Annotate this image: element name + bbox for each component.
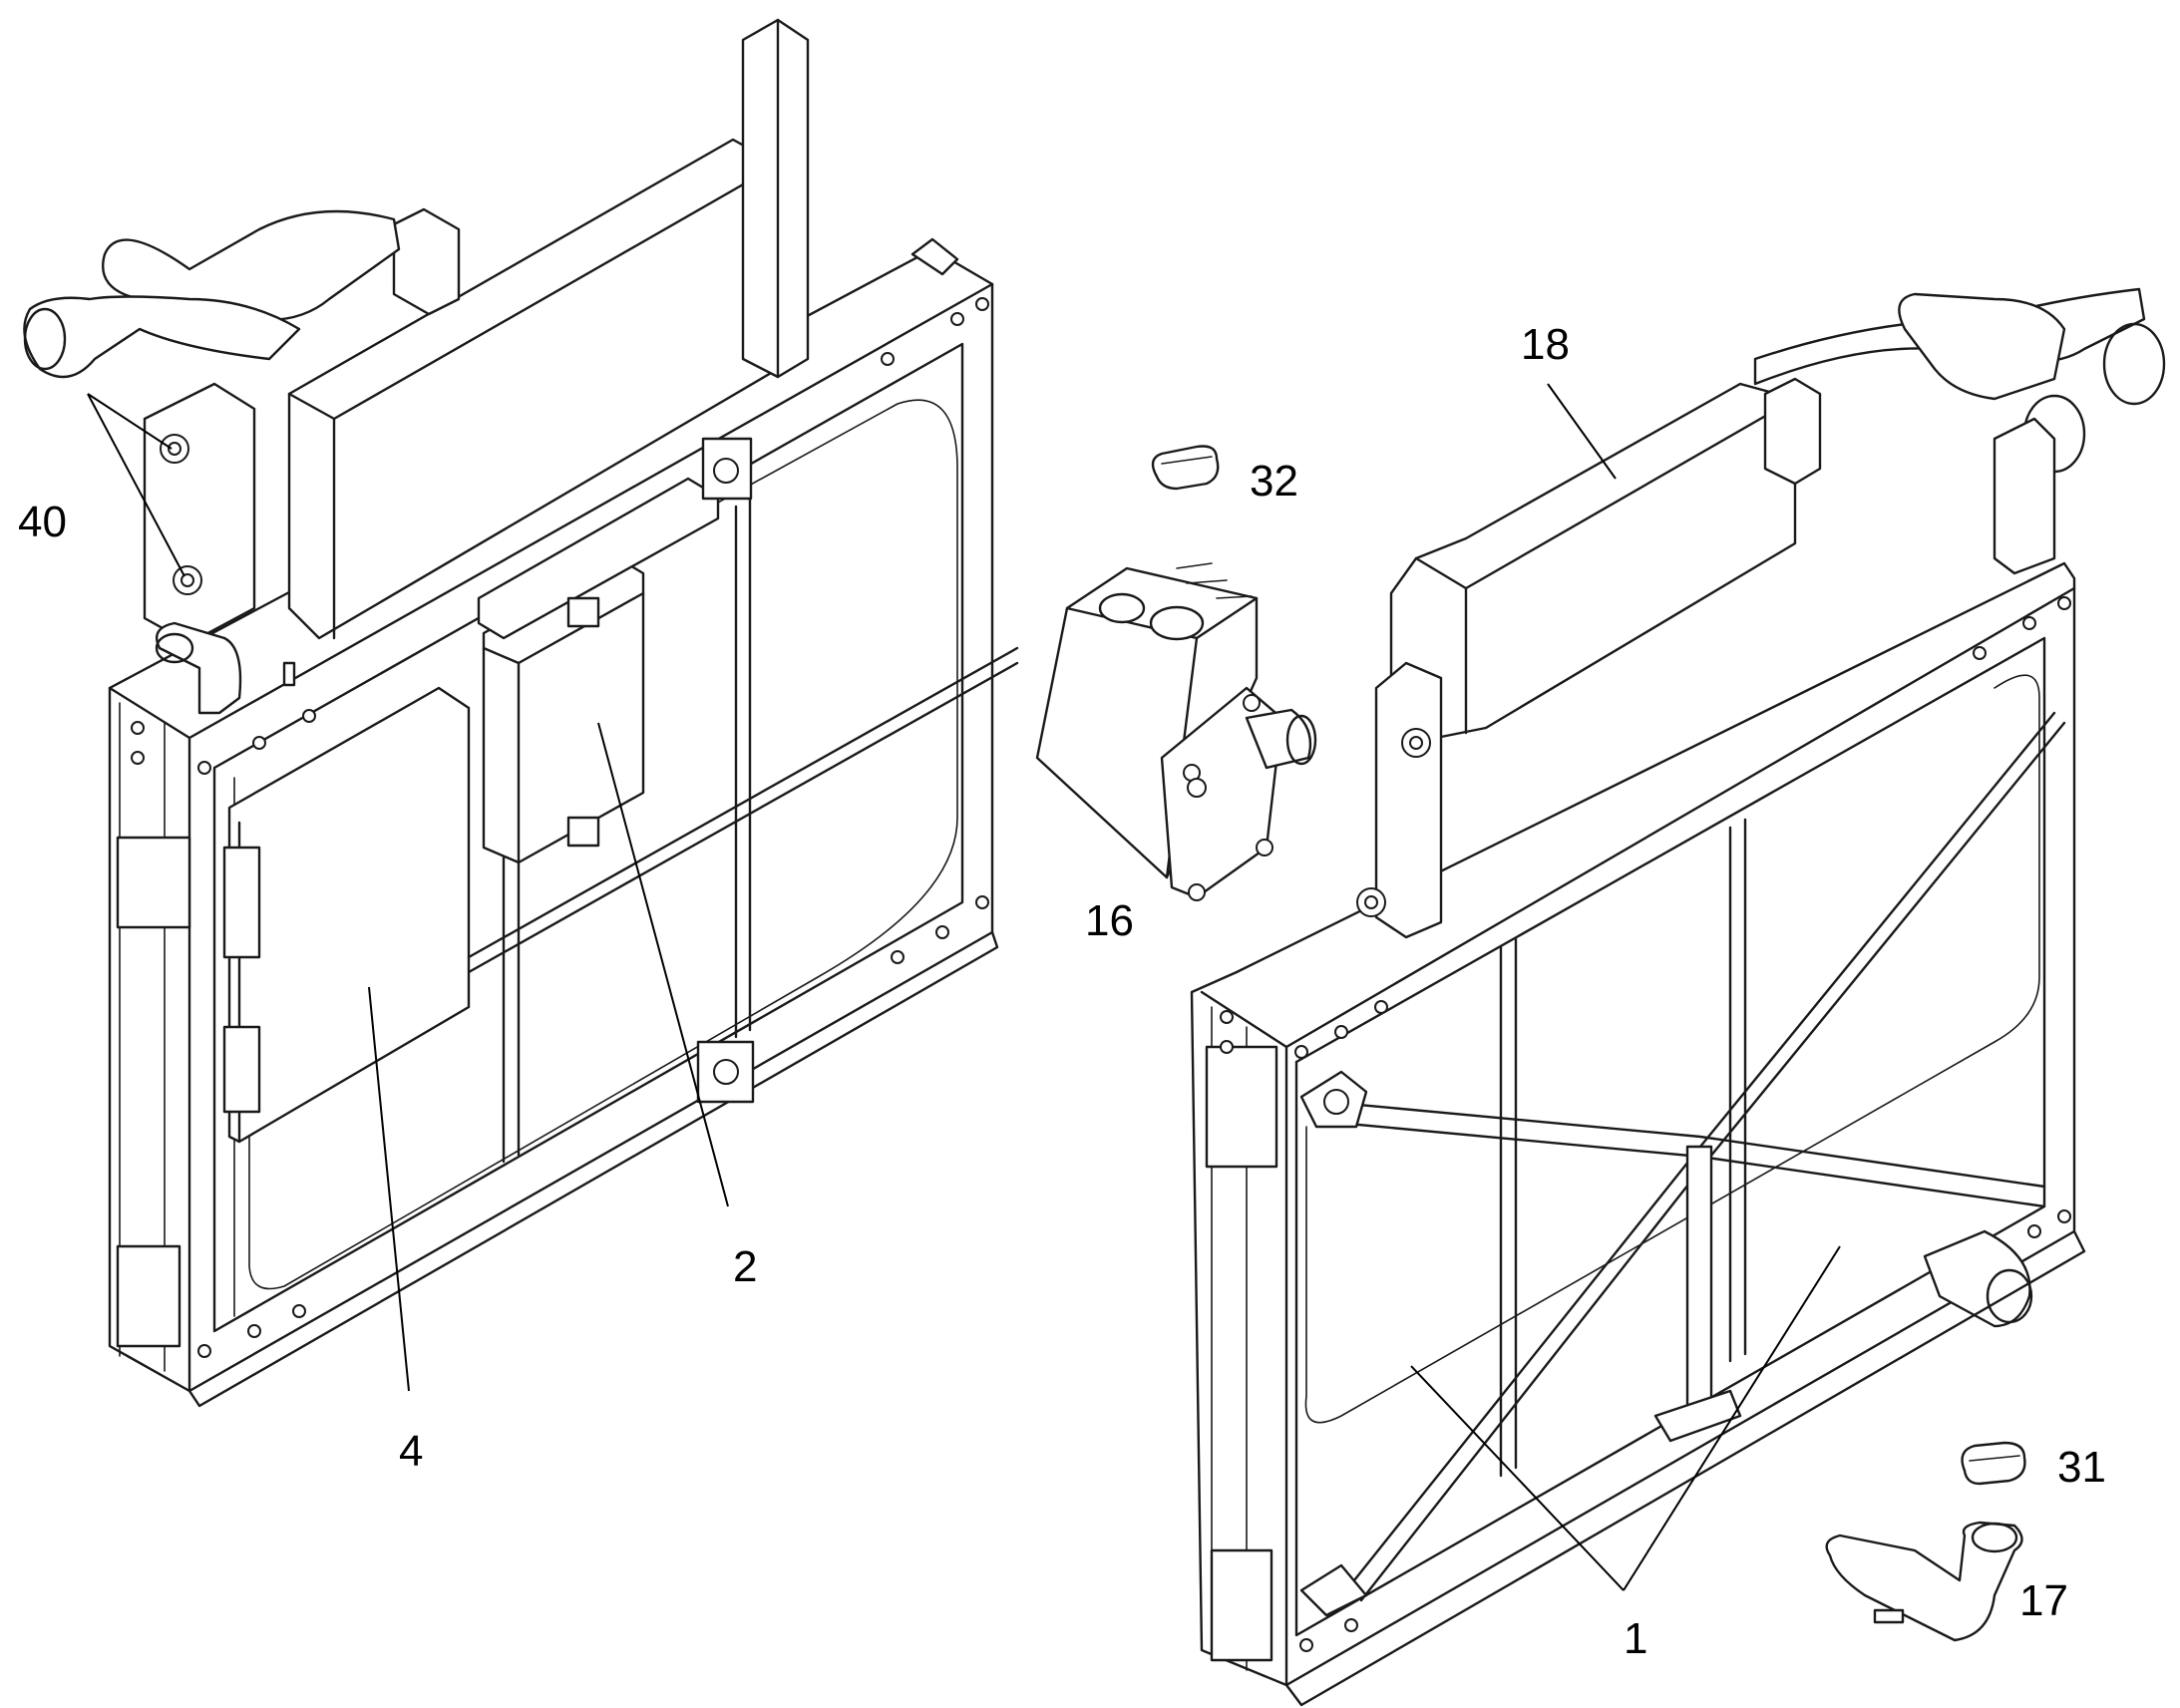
leader-2 <box>597 722 729 1207</box>
callout-2: 2 <box>733 1242 757 1291</box>
callout-1: 1 <box>1624 1614 1647 1663</box>
left-filler-neck <box>155 621 296 715</box>
left-radiator-assembly <box>23 18 1019 1408</box>
left-frame-bolts <box>131 297 989 1358</box>
leader-1a <box>1410 1365 1625 1591</box>
part-16-expansion-tank <box>1035 562 1317 901</box>
leader-lines <box>87 383 1841 1591</box>
part-32-cap <box>1151 445 1220 491</box>
callout-16: 16 <box>1085 896 1134 945</box>
part-18-charge-air-cooler <box>1356 287 2166 939</box>
callout-4: 4 <box>399 1427 423 1476</box>
right-radiator-assembly <box>1190 287 2166 1707</box>
callout-labels: 40 4 2 18 32 16 31 17 1 <box>18 320 2106 1663</box>
part-4-oil-cooler <box>222 686 471 1144</box>
callout-40: 40 <box>18 498 67 546</box>
callout-32: 32 <box>1250 457 1298 506</box>
part-31-cap <box>1961 1441 2026 1486</box>
part-17-filler-neck <box>1825 1521 2023 1642</box>
right-frame-bolts <box>1220 596 2071 1652</box>
left-frame-mounts <box>696 237 959 1104</box>
right-frame <box>1190 561 2086 1707</box>
left-charge-air-cooler <box>23 18 810 645</box>
leader-4 <box>368 986 410 1392</box>
leader-1b <box>1623 1245 1841 1591</box>
callout-17: 17 <box>2019 1576 2068 1625</box>
callout-18: 18 <box>1521 320 1570 369</box>
part-2-module <box>477 477 720 864</box>
leader-40b <box>87 393 185 577</box>
callout-31: 31 <box>2057 1443 2106 1492</box>
leader-40a <box>87 393 173 450</box>
leader-18 <box>1547 383 1617 480</box>
